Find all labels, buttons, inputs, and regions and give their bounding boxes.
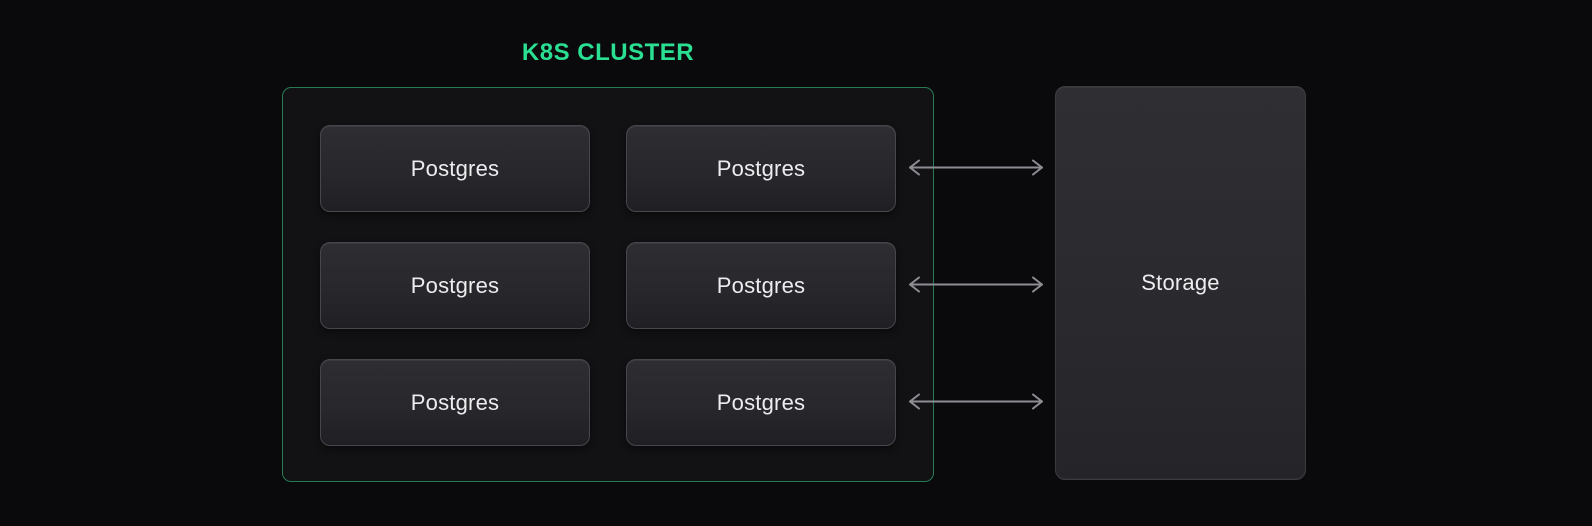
- k8s-cluster-title: K8S CLUSTER: [521, 39, 695, 66]
- postgres-node-label: Postgres: [716, 272, 806, 298]
- k8s-cluster-container: Postgres Postgres Postgres Postgres Post…: [282, 87, 934, 482]
- postgres-node-4: Postgres: [626, 242, 896, 329]
- bidirectional-arrow-icon: [906, 274, 1046, 295]
- postgres-node-2: Postgres: [626, 125, 896, 212]
- storage-node: Storage: [1055, 86, 1306, 480]
- postgres-node-label: Postgres: [410, 272, 500, 298]
- postgres-node-3: Postgres: [320, 242, 590, 329]
- postgres-node-label: Postgres: [410, 389, 500, 415]
- postgres-node-5: Postgres: [320, 359, 590, 446]
- bidirectional-arrow-icon: [906, 391, 1046, 412]
- postgres-node-6: Postgres: [626, 359, 896, 446]
- storage-node-label: Storage: [1141, 270, 1220, 295]
- postgres-node-label: Postgres: [716, 155, 806, 181]
- bidirectional-arrow-icon: [906, 157, 1046, 178]
- postgres-node-label: Postgres: [410, 155, 500, 181]
- postgres-node-1: Postgres: [320, 125, 590, 212]
- postgres-node-label: Postgres: [716, 389, 806, 415]
